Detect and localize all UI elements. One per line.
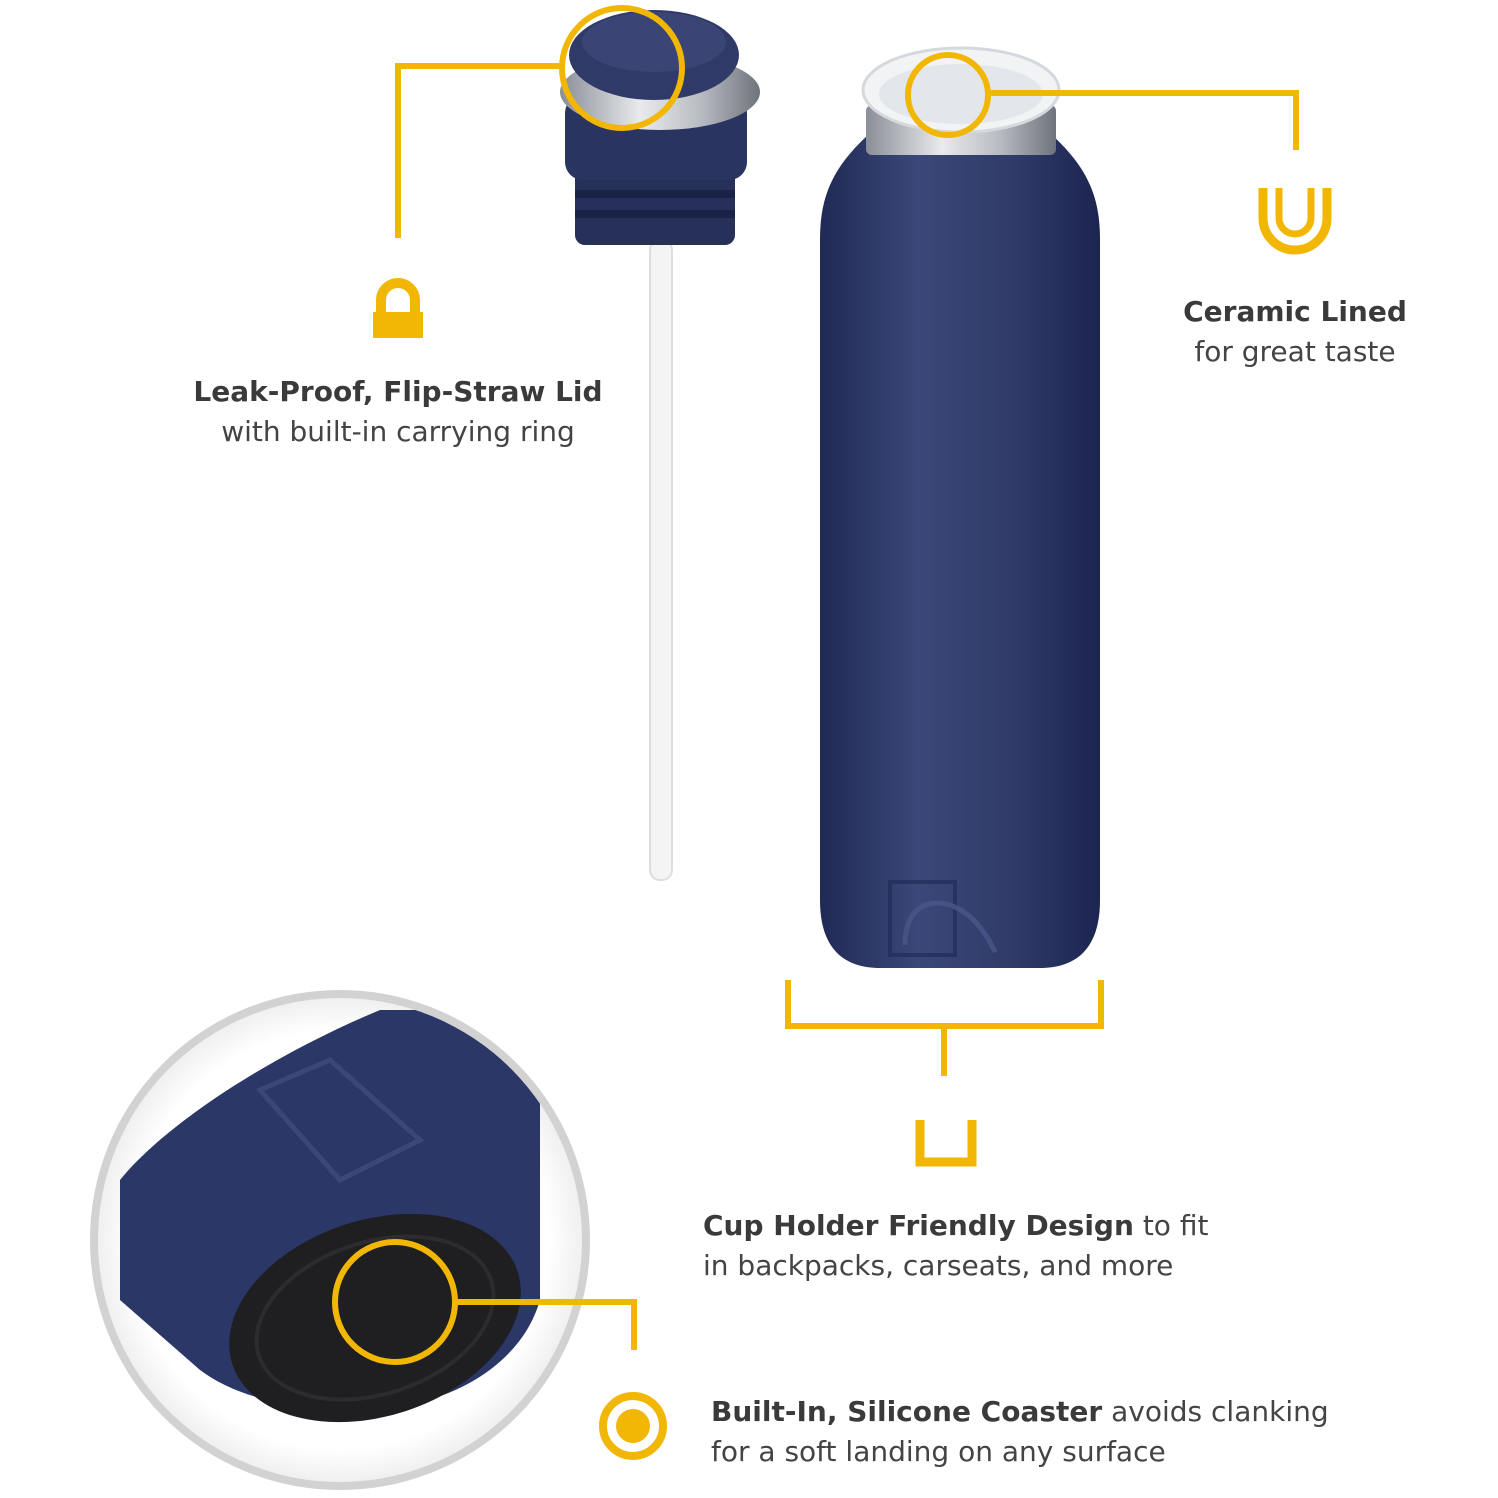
- coaster-callout-title: Built-In, Silicone Coaster: [711, 1395, 1103, 1428]
- ceramic-callout-subtitle: for great taste: [1194, 335, 1396, 368]
- lid-leader-line: [395, 63, 562, 238]
- coaster-leader-line: [455, 1299, 637, 1350]
- ceramic-callout: Ceramic Lined for great taste: [1150, 292, 1440, 372]
- lid-callout: Leak-Proof, Flip-Straw Lid with built-in…: [180, 372, 616, 452]
- cupholder-callout-title: Cup Holder Friendly Design: [703, 1209, 1134, 1242]
- cup-holder-icon: [915, 1120, 977, 1167]
- cup-icon: [1258, 188, 1332, 255]
- coaster-magnifier: [90, 990, 590, 1490]
- cupholder-callout-title-rest: to fit: [1133, 1209, 1209, 1242]
- cupholder-callout: Cup Holder Friendly Design to fit in bac…: [703, 1206, 1263, 1286]
- cupholder-bracket: [785, 980, 1104, 1029]
- straw: [649, 239, 673, 881]
- ceramic-callout-title: Ceramic Lined: [1183, 295, 1407, 328]
- lock-icon: [373, 278, 423, 338]
- coaster-callout-title-rest: avoids clanking: [1102, 1395, 1329, 1428]
- bottle: [820, 46, 1100, 968]
- coaster-callout-subtitle: for a soft landing on any surface: [711, 1435, 1166, 1468]
- ceramic-leader-line: [988, 90, 1299, 150]
- cupholder-callout-subtitle: in backpacks, carseats, and more: [703, 1249, 1174, 1282]
- lid-callout-subtitle: with built-in carrying ring: [221, 415, 575, 448]
- flip-straw-lid: [560, 10, 760, 245]
- coaster-callout: Built-In, Silicone Coaster avoids clanki…: [711, 1392, 1351, 1472]
- lid-callout-title: Leak-Proof, Flip-Straw Lid: [193, 375, 603, 408]
- coaster-icon: [599, 1392, 667, 1460]
